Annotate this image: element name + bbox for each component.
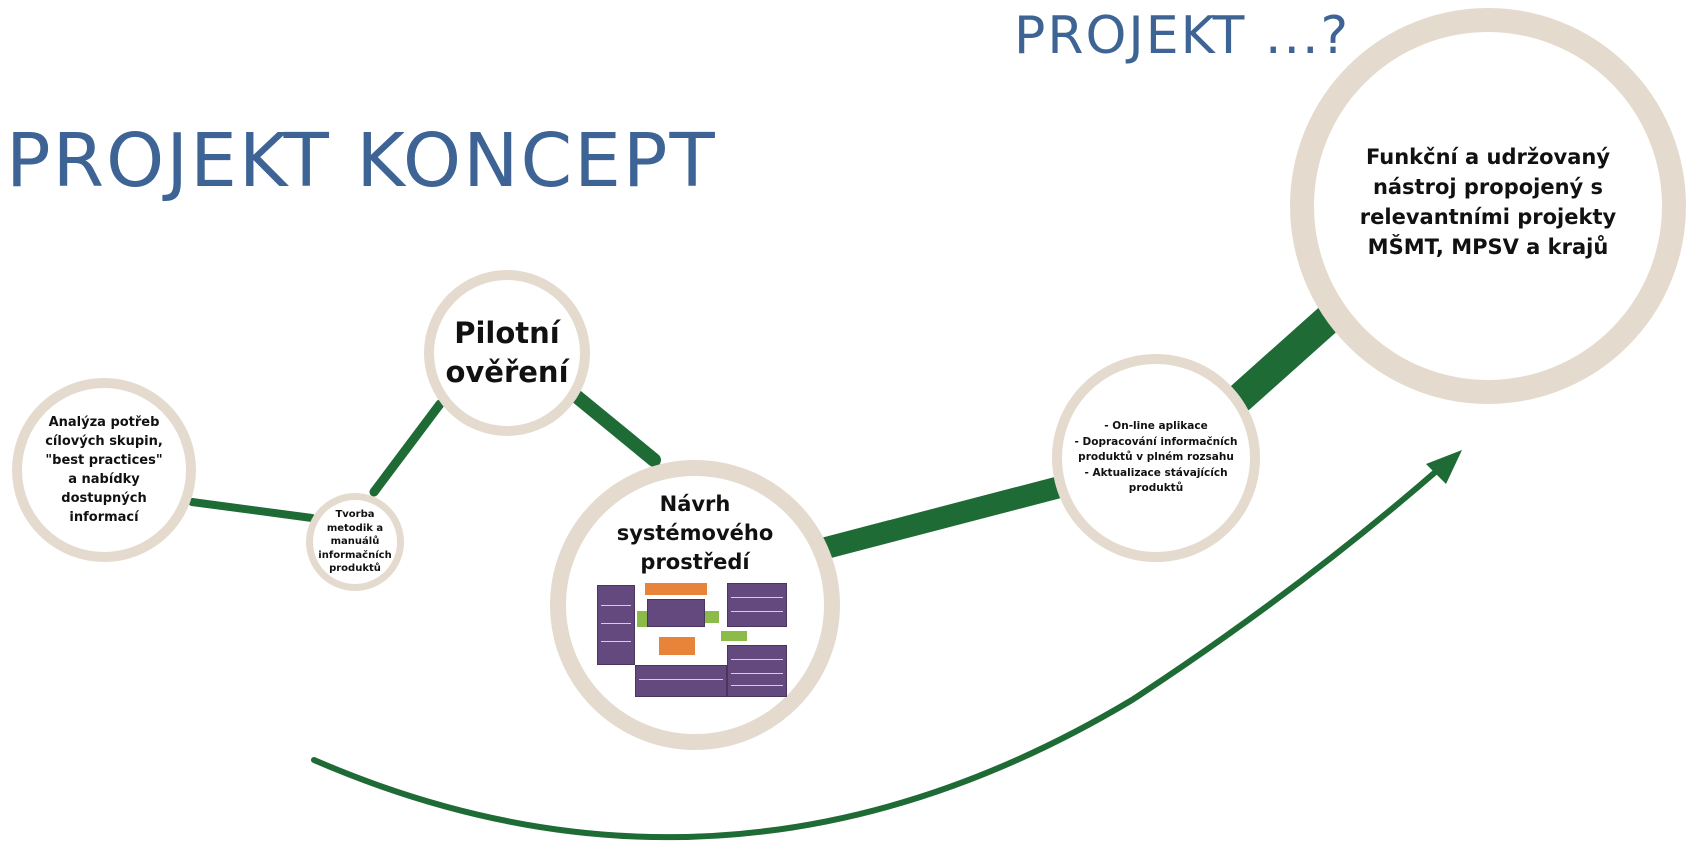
- node-online-line: produktů: [1128, 482, 1184, 495]
- node-analysis-line: informací: [69, 510, 139, 525]
- node-pilot-line: Pilotní: [454, 316, 560, 350]
- node-methods-line: metodik a: [326, 522, 384, 534]
- node-final-line: MŠMT, MPSV a krajů: [1367, 235, 1609, 259]
- node-pilot: Pilotní ověření: [424, 270, 590, 436]
- node-analysis-line: Analýza potřeb: [48, 415, 160, 430]
- connector-methods-pilot: [369, 399, 445, 497]
- node-final-line: Funkční a udržovaný: [1365, 145, 1611, 169]
- node-analysis-line: dostupných: [61, 491, 147, 506]
- node-analysis-line: "best practices": [45, 453, 163, 468]
- node-analysis-line: cílových skupin,: [45, 434, 163, 449]
- node-methods-line: produktů: [329, 563, 381, 575]
- page-title: PROJEKT KONCEPT: [6, 118, 717, 204]
- node-online-line: produktů v plném rozsahu: [1078, 451, 1234, 464]
- curved-arrow-icon: [311, 465, 1443, 841]
- node-online-line: - On-line aplikace: [1104, 420, 1208, 433]
- node-online: - On-line aplikace - Dopracování informa…: [1052, 354, 1260, 562]
- node-final-line: relevantními projekty: [1359, 205, 1617, 229]
- next-project-title: PROJEKT ...?: [1014, 6, 1351, 66]
- node-methods-line: manuálů: [330, 536, 380, 548]
- connector-pilot-design: [569, 389, 661, 467]
- node-design: Návrh systémového prostředí: [550, 460, 840, 750]
- node-analysis-line: a nabídky: [68, 472, 140, 487]
- node-pilot-line: ověření: [445, 355, 569, 389]
- node-analysis: Analýza potřeb cílových skupin, "best pr…: [12, 378, 196, 562]
- connector-analysis-methods: [188, 498, 316, 522]
- node-final-line: nástroj propojený s: [1372, 175, 1604, 199]
- node-design-line: prostředí: [640, 550, 750, 574]
- node-methods-line: Tvorba: [335, 509, 375, 521]
- node-design-line: Návrh: [659, 492, 731, 516]
- node-final: Funkční a udržovaný nástroj propojený s …: [1290, 8, 1686, 404]
- node-methods: Tvorba metodik a manuálů informačních pr…: [306, 493, 404, 591]
- connector-online-final: [1225, 299, 1349, 413]
- connector-design-online: [815, 477, 1067, 559]
- node-online-line: - Aktualizace stávajících: [1084, 466, 1228, 479]
- node-online-line: - Dopracování informačních: [1074, 435, 1238, 448]
- arrowhead-icon: [1426, 450, 1462, 484]
- node-design-line: systémového: [616, 521, 774, 545]
- system-diagram-thumbnail: [597, 583, 793, 697]
- node-methods-line: informačních: [318, 549, 392, 561]
